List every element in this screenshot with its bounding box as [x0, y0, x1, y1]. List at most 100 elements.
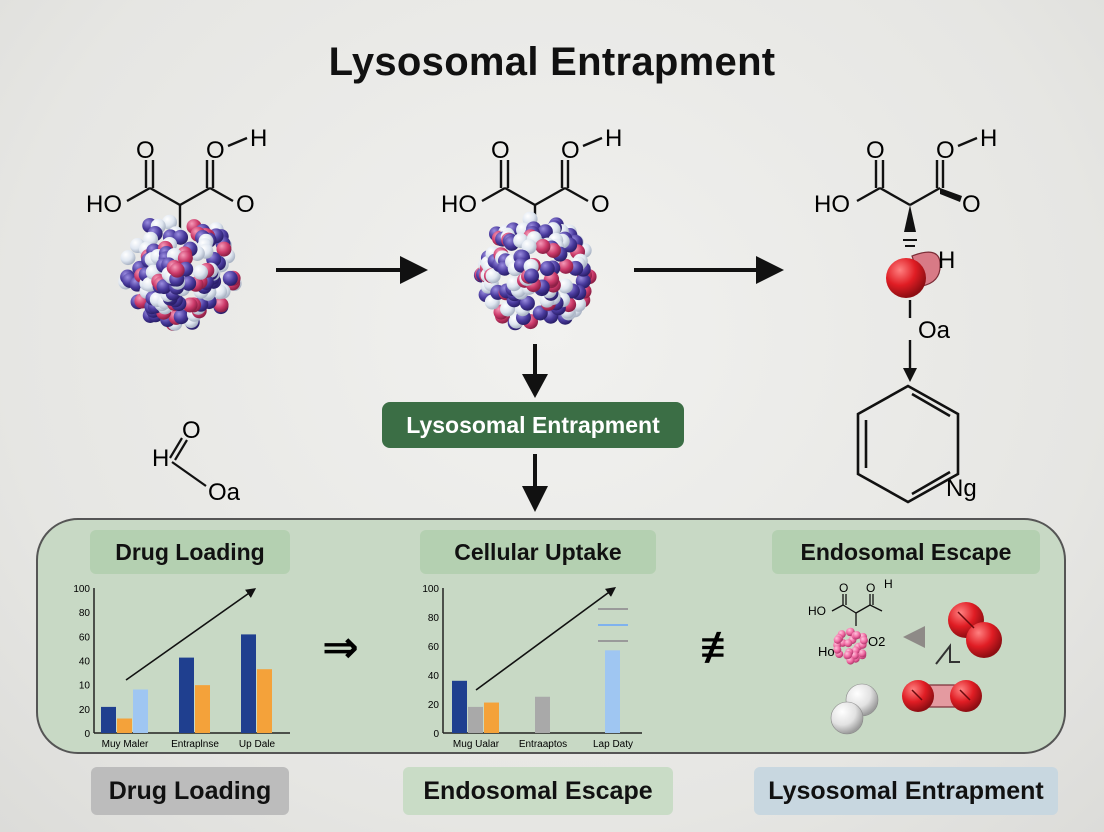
- ng-label: Ng: [946, 475, 977, 502]
- o-label-2: O: [591, 191, 610, 218]
- gray-sphere-2-icon: [830, 701, 864, 735]
- bar: [241, 634, 256, 733]
- x-category-label: Lap Daty: [593, 739, 633, 750]
- y-tick-label: 60: [79, 632, 91, 643]
- y-tick-label: 60: [428, 642, 440, 653]
- nanoparticle-bead: [162, 214, 178, 230]
- nanoparticle-bead: [169, 262, 185, 278]
- nanoparticle-bead: [521, 239, 537, 255]
- y-tick-label: 0: [84, 729, 90, 740]
- implies-arrow-icon: ⇒: [322, 623, 359, 672]
- red-sphere-2-icon: [966, 622, 1002, 658]
- o-label-1: O: [236, 191, 255, 218]
- hydrogen-1: H: [250, 125, 267, 152]
- oa-label: Oa: [918, 317, 951, 344]
- bottom-label-endosomal-escape: Endosomal Escape: [403, 767, 673, 815]
- not-equal-icon: ≢: [700, 623, 744, 672]
- triangle-icon: [903, 626, 925, 648]
- bar: [195, 685, 210, 733]
- h-right-label: H: [938, 247, 955, 274]
- y-tick-label: 100: [73, 584, 90, 595]
- nanoparticle-bead: [539, 261, 555, 277]
- nanoparticle-bead: [524, 268, 540, 284]
- escape-illustration: HO O O H Ho O2: [808, 577, 1002, 735]
- pink-bead: [852, 631, 861, 640]
- y-tick-label: 0: [433, 729, 439, 740]
- arrow-right-1: [276, 256, 428, 284]
- x-category-label: Mug Ualar: [453, 739, 500, 750]
- ho-label-1: HO: [86, 191, 122, 218]
- bar: [605, 650, 620, 733]
- trend-arrow-2: [475, 587, 617, 691]
- nanoparticle-bead: [519, 295, 535, 311]
- hydroxyl-o-2: O: [561, 137, 580, 164]
- y-tick-label: 100: [422, 584, 439, 595]
- y-tick-label: 80: [428, 613, 440, 624]
- molecule-left: O O H HO O: [86, 125, 267, 232]
- trend-arrow-1: [125, 588, 257, 681]
- hydrogen-3: H: [980, 125, 997, 152]
- bottom-label-drug-loading: Drug Loading: [91, 767, 289, 815]
- arrow-down-2: [522, 454, 548, 512]
- hydrogen-2: H: [605, 125, 622, 152]
- center-label-badge: Lysosomal Entrapment: [382, 402, 684, 448]
- mini-o-1: O: [839, 581, 848, 595]
- nanoparticle-bead: [193, 264, 209, 280]
- ho-label-3: HO: [814, 191, 850, 218]
- bar: [179, 657, 194, 733]
- bar: [452, 680, 467, 733]
- nanoparticle-bead: [575, 273, 591, 289]
- bottom-label-lysosomal-entrapment: Lysosomal Entrapment: [754, 767, 1058, 815]
- pink-lobe-icon: [911, 251, 941, 287]
- mini-h: H: [884, 577, 893, 591]
- y-tick-label: 40: [428, 671, 440, 682]
- formyl-o: O: [182, 417, 201, 444]
- pink-bead: [833, 645, 842, 654]
- molecule-right: O O H HO O H Oa Ng: [814, 125, 997, 504]
- carbonyl-o-2: O: [491, 137, 510, 164]
- molecule-center: O O H HO O: [441, 125, 622, 232]
- red-atom-icon: [886, 258, 926, 298]
- nanoparticle-left: [118, 214, 242, 331]
- y-tick-label: 20: [79, 705, 91, 716]
- pink-bead: [844, 639, 853, 648]
- pyridine-ring-icon: [856, 384, 960, 504]
- y-tick-label: 80: [79, 608, 91, 619]
- nanoparticle-bead: [535, 238, 551, 254]
- nanoparticle-bead: [177, 250, 193, 266]
- ho-label-2: HO: [441, 191, 477, 218]
- carbonyl-o-3: O: [866, 137, 885, 164]
- nanoparticle-bead: [182, 297, 198, 313]
- formyl-oa: Oa: [208, 479, 241, 506]
- nanoparticle-bead: [173, 229, 189, 245]
- mini-o2: O2: [868, 634, 885, 649]
- x-category-label: Muy Maler: [102, 739, 149, 750]
- panel-label-endosomal-escape: Endosomal Escape: [772, 530, 1040, 574]
- page-title: Lysosomal Entrapment: [328, 40, 776, 84]
- x-category-label: Up Dale: [239, 739, 276, 750]
- arrow-right-2: [634, 256, 784, 284]
- nanoparticle-bead: [120, 250, 136, 266]
- panel-label-drug-loading: Drug Loading: [90, 530, 290, 574]
- y-tick-label: 10: [79, 681, 91, 692]
- nanoparticle-bead: [537, 224, 553, 240]
- formyl-h: H: [152, 445, 169, 472]
- nanoparticle-bead: [222, 270, 238, 286]
- hydroxyl-o-3: O: [936, 137, 955, 164]
- bar: [117, 718, 132, 733]
- bar: [484, 702, 499, 733]
- arrow-down-1: [522, 344, 548, 398]
- x-category-label: Entraaptos: [519, 739, 567, 750]
- y-tick-label: 40: [79, 657, 91, 668]
- panel-label-cellular-uptake: Cellular Uptake: [420, 530, 656, 574]
- bar: [535, 696, 550, 733]
- hydroxyl-o-1: O: [206, 137, 225, 164]
- nanoparticle-center: [473, 211, 597, 331]
- nanoparticle-bead: [216, 241, 232, 257]
- nanoparticle-bead: [173, 309, 189, 325]
- mini-ho-bottom: Ho: [818, 644, 835, 659]
